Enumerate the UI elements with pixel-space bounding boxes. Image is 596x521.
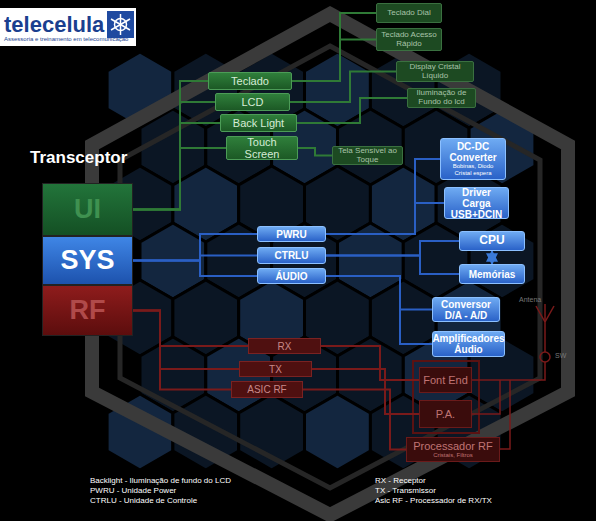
connector <box>326 276 432 310</box>
box-text: RF <box>70 296 106 326</box>
connector <box>133 123 220 210</box>
process-box: P.A. <box>419 400 472 428</box>
box-text: Processador RF <box>413 440 492 452</box>
layer-block: RF <box>42 285 133 336</box>
box-text: SYS <box>60 246 114 276</box>
process-box: DC-DC ConverterBobinas, Diodo Cristal es… <box>440 138 506 180</box>
box-text: PWRU <box>276 229 307 240</box>
box-text: P.A. <box>436 408 455 420</box>
box-text: Teclado Dial <box>387 9 431 18</box>
box-text: Driver Carga USB+DCIN <box>448 187 505 220</box>
part-label: Antena <box>519 296 541 303</box>
process-box: ASIC RF <box>231 381 303 398</box>
process-box: LCD <box>215 93 290 111</box>
connector <box>133 311 248 347</box>
connector <box>133 234 257 261</box>
process-box: Amplificadores Áudio <box>432 331 505 357</box>
process-box: Teclado <box>208 72 292 90</box>
connector <box>326 241 459 256</box>
connector <box>292 40 376 82</box>
box-text: Tela Sensível ao Toque <box>336 147 399 165</box>
box-text: LCD <box>241 96 263 108</box>
connector <box>133 261 257 277</box>
outer-hexagon <box>92 14 568 515</box>
connector <box>312 369 419 414</box>
box-text: TX <box>269 364 282 375</box>
connector <box>321 346 419 380</box>
process-box: Tela Sensível ao Toque <box>332 146 403 165</box>
connector <box>326 159 440 234</box>
logo-icon <box>107 11 134 38</box>
box-text: Cristais, Filtros <box>433 452 473 459</box>
box-text: Amplificadores Áudio <box>432 333 504 355</box>
box-text: CTRLU <box>275 250 309 261</box>
box-text: Bobinas, Diodo Cristal espera <box>444 163 502 176</box>
process-box: Back Light <box>220 114 297 132</box>
note: Asic RF - Processador de RX/TX <box>375 496 492 505</box>
note: CTRLU - Unidade de Controle <box>90 496 197 505</box>
inner-hexagon <box>120 46 540 488</box>
connector <box>491 251 493 264</box>
connector <box>326 256 459 275</box>
box-text: Touch Screen <box>230 136 294 160</box>
note: RX - Receptor <box>375 476 426 485</box>
process-box: Font End <box>419 367 472 393</box>
antenna-wiring <box>472 304 554 449</box>
honeycomb-cell <box>305 394 371 470</box>
connector <box>297 98 407 123</box>
box-text: UI <box>74 195 101 225</box>
part-label: SW <box>555 352 566 359</box>
box-text: RX <box>278 341 292 352</box>
process-box: Conversor D/A - A/D <box>432 297 500 322</box>
process-box: CPU <box>459 231 525 251</box>
layer-block: SYS <box>42 236 133 285</box>
logo-ground <box>0 8 136 46</box>
note: Backlight - Iluminação de fundo do LCD <box>90 476 231 485</box>
layer-block: UI <box>42 183 133 236</box>
connector <box>133 311 231 390</box>
process-box: CTRLU <box>257 247 326 264</box>
box-text: DC-DC Converter <box>444 141 502 163</box>
box-text: ÁUDIO <box>275 271 307 282</box>
connector <box>133 102 215 210</box>
process-box: Display Cristal Líquido <box>396 61 474 82</box>
connector <box>326 203 444 234</box>
process-box: Teclado Dial <box>376 3 442 23</box>
logo-snowflake <box>111 14 130 35</box>
process-box: Driver Carga USB+DCIN <box>444 187 509 219</box>
connector <box>133 81 208 210</box>
box-text: Teclado Acesso Rápido <box>380 31 438 49</box>
box-text: Memórias <box>469 269 516 280</box>
box-text: Font End <box>423 374 468 386</box>
connector <box>298 148 332 156</box>
connector <box>133 148 226 210</box>
process-box: ÁUDIO <box>257 268 326 284</box>
box-text: Back Light <box>233 117 284 129</box>
process-box: Teclado Acesso Rápido <box>376 28 442 51</box>
box-text: ASIC RF <box>247 384 286 395</box>
note: PWRU - Unidade Power <box>90 486 176 495</box>
rf-frame <box>413 361 479 433</box>
process-box: RX <box>248 338 321 354</box>
logo-text: telecelula <box>4 12 104 38</box>
process-box: PWRU <box>257 226 326 242</box>
logo-text: Assessoria e treinamento em telecomunica… <box>4 36 128 42</box>
box-text: Iluminação de Fundo do lcd <box>411 89 472 107</box>
process-box: Iluminação de Fundo do lcd <box>407 88 476 108</box>
box-text: CPU <box>479 234 504 247</box>
process-box: TX <box>239 361 312 377</box>
process-box: Touch Screen <box>226 136 298 160</box>
box-text: Conversor D/A - A/D <box>436 299 496 321</box>
connector <box>303 390 406 450</box>
process-box: Memórias <box>459 264 525 284</box>
diagram-title: Transceptor <box>30 148 127 168</box>
note: TX - Transmissor <box>375 486 436 495</box>
box-text: Teclado <box>231 75 269 87</box>
process-box: Processador RFCristais, Filtros <box>406 437 500 462</box>
connector <box>326 276 432 344</box>
connector <box>133 311 239 370</box>
box-text: Display Cristal Líquido <box>400 63 470 81</box>
